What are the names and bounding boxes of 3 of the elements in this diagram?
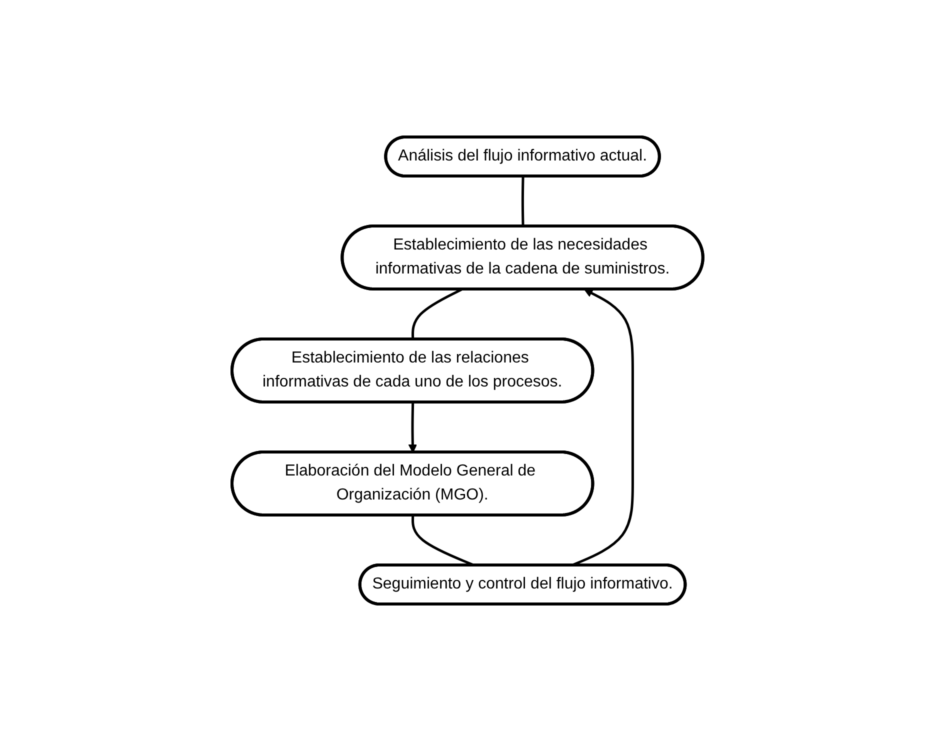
connector bbox=[412, 288, 462, 340]
connector bbox=[522, 176, 524, 226]
arrow bbox=[408, 402, 418, 452]
